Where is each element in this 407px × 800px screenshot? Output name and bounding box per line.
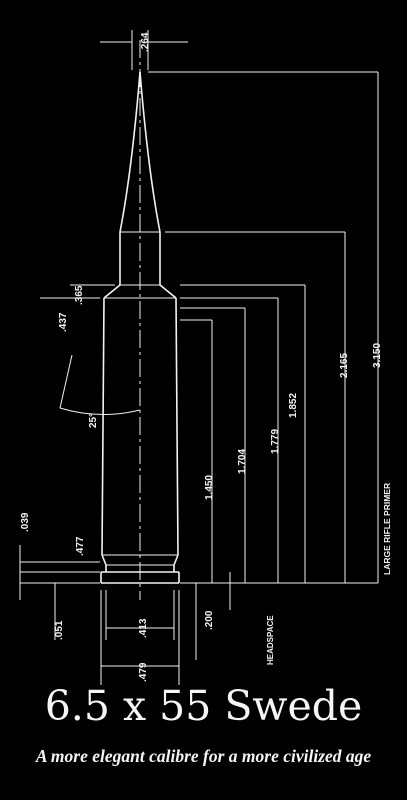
cartridge-outline xyxy=(100,40,180,600)
primer-label: LARGE RIFLE PRIMER xyxy=(382,483,392,575)
dim-tip: .264 xyxy=(140,32,151,52)
headspace-label: HEADSPACE xyxy=(266,615,275,665)
vertical-dimension-lines xyxy=(195,72,379,660)
dim-groove-len: .200 xyxy=(204,610,215,630)
page-title: 6.5 x 55 Swede xyxy=(44,682,363,730)
dim-len-4: 1.852 xyxy=(288,393,299,418)
dim-extractor: .477 xyxy=(75,536,86,556)
page-subtitle: A more elegant calibre for a more civili… xyxy=(35,746,372,766)
left-dimensions xyxy=(19,284,141,640)
dim-len-3: 1.779 xyxy=(270,429,281,454)
bottom-dimensions xyxy=(100,590,180,685)
dim-groove-dia: .413 xyxy=(138,618,149,638)
dim-shoulder: .365 xyxy=(74,285,85,305)
dim-len-2: 1.704 xyxy=(237,449,248,474)
dim-rim-thick: .039 xyxy=(20,512,31,532)
dim-rim-groove: .051 xyxy=(54,620,65,640)
dim-len-5: 2.165 xyxy=(339,353,350,378)
tip-dimension xyxy=(100,30,188,70)
dim-rim-dia: .479 xyxy=(138,662,149,682)
dim-body: .437 xyxy=(58,312,69,332)
extension-lines xyxy=(148,71,378,584)
dim-angle: 25° xyxy=(88,413,99,428)
dim-len-1: 1.450 xyxy=(204,475,215,500)
dim-overall: 3.150 xyxy=(372,343,383,368)
